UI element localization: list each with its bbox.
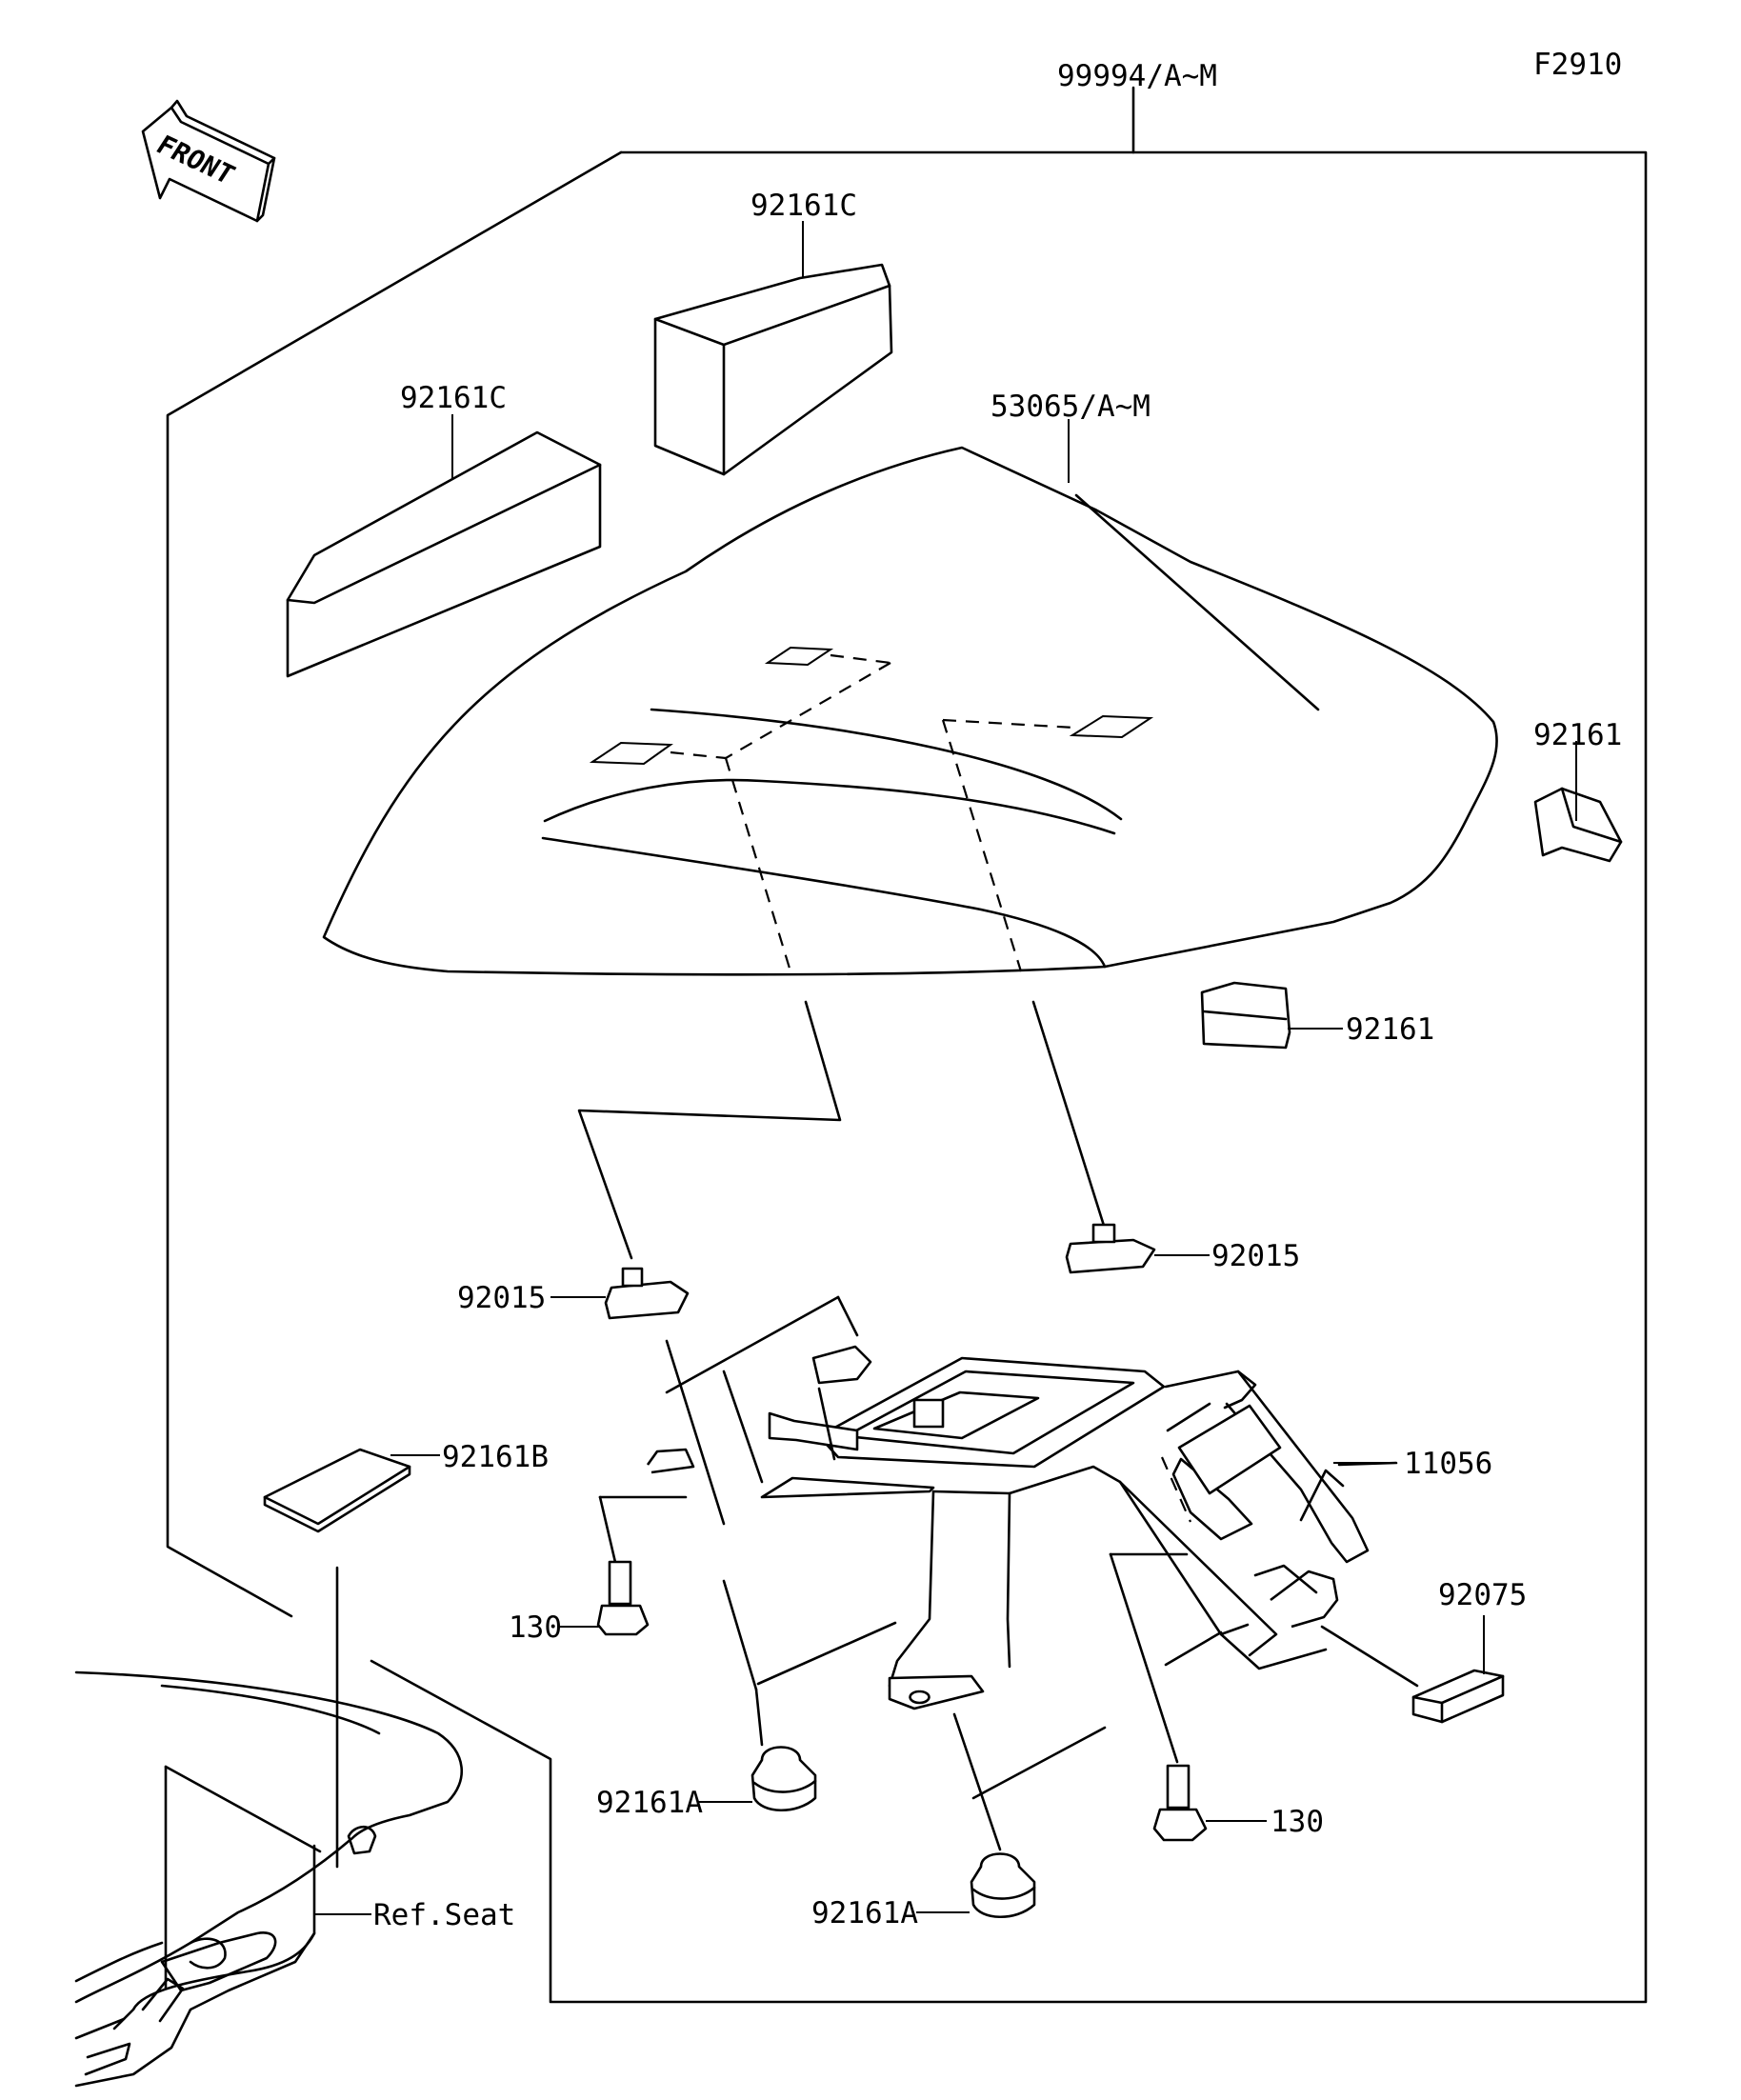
label-92161b: 92161B	[442, 1440, 549, 1474]
figure-code: F2910	[1533, 48, 1622, 82]
seat-cover	[322, 446, 1498, 976]
bolt-130-left	[596, 1495, 688, 1636]
cushion-92161-upper	[1533, 787, 1623, 863]
ref-seat	[74, 1670, 463, 2088]
cushion-92161-lower	[1200, 981, 1291, 1050]
label-11056: 11056	[1404, 1447, 1492, 1481]
install-lines	[577, 662, 1107, 1260]
label-53065: 53065/A~M	[991, 390, 1151, 424]
install-lines-lower	[722, 1552, 1223, 1851]
label-92161a-left: 92161A	[596, 1786, 703, 1820]
seat-clip-2	[589, 741, 727, 766]
label-92161c-upper: 92161C	[750, 189, 857, 223]
nut-92015-left	[604, 1267, 690, 1320]
label-92161c-left: 92161C	[400, 381, 507, 415]
label-92161-lower: 92161	[1346, 1012, 1434, 1047]
seat-clip-3	[942, 714, 1154, 739]
damper-92161a-left	[750, 1746, 817, 1811]
label-92161-upper: 92161	[1533, 718, 1622, 752]
bracket-11056	[646, 1295, 1398, 1710]
label-92015-right: 92015	[1211, 1239, 1300, 1273]
label-ref-seat: Ref.Seat	[373, 1898, 515, 1932]
label-99994: 99994/A~M	[1057, 59, 1217, 93]
label-92161a-lower: 92161A	[811, 1896, 918, 1930]
front-arrow-icon: FRONT	[141, 99, 276, 223]
label-92075: 92075	[1438, 1578, 1527, 1612]
label-92015-left: 92015	[457, 1281, 546, 1315]
leader-92075-bracket	[1320, 1625, 1419, 1688]
leader-ref-seat	[313, 1853, 371, 1915]
pad-92161c-left	[286, 430, 602, 678]
pad-92161b	[263, 1448, 411, 1533]
bolt-130-right	[1152, 1764, 1208, 1842]
label-130-left: 130	[509, 1610, 562, 1645]
pad-92161c-upper	[653, 263, 893, 476]
pad-92075	[1411, 1669, 1505, 1724]
seat-clip-1	[764, 646, 891, 667]
label-130-right: 130	[1271, 1805, 1324, 1839]
nut-92015-right	[1065, 1223, 1156, 1274]
damper-92161a-lower	[970, 1852, 1036, 1918]
kit-boundary	[166, 86, 1648, 2004]
